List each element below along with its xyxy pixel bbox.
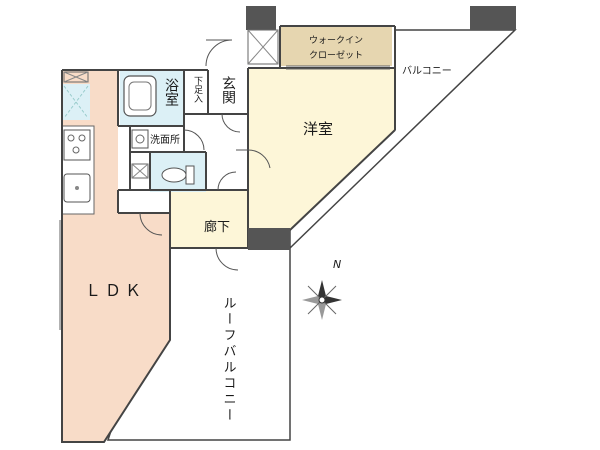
windows <box>59 65 390 330</box>
shoe-storage-floor <box>186 70 208 114</box>
balcony-label: バルコニー <box>402 65 452 77</box>
ldk-label: ＬＤＫ <box>85 281 145 300</box>
entrance-label: 玄関 <box>220 75 236 105</box>
doors <box>139 39 271 271</box>
compass-rose <box>302 280 342 320</box>
roof-balcony-label: ルーフバルコニー <box>221 296 237 424</box>
walk-in-closet-label-1: ウォークイン <box>309 35 363 46</box>
bath-label: 浴室 <box>163 78 179 106</box>
shoe-storage-label: 下足入 <box>192 76 203 103</box>
ldk-floor <box>62 213 170 442</box>
entrance-floor <box>208 70 248 114</box>
walk-in-closet-label-2: クローゼット <box>309 49 363 61</box>
stove <box>63 129 91 161</box>
north-label: N <box>333 258 341 271</box>
toilet-bowl <box>161 167 187 183</box>
column-top-right <box>470 6 516 30</box>
washroom-label: 洗面所 <box>150 134 180 146</box>
column-mid <box>248 228 290 250</box>
bathtub <box>123 75 157 117</box>
western-room-floor <box>248 68 395 230</box>
hallway-label: 廊下 <box>204 219 230 235</box>
storage-box-2 <box>63 71 89 83</box>
hallway-floor <box>170 190 248 248</box>
toilet-tank <box>185 165 195 185</box>
column-top-left <box>246 6 276 30</box>
storage-box-3 <box>131 163 149 179</box>
walls <box>61 25 396 443</box>
western-room-label: 洋室 <box>303 120 333 138</box>
washbasin <box>131 129 149 149</box>
closet-floor <box>280 26 392 66</box>
storage-box-1 <box>247 29 279 65</box>
